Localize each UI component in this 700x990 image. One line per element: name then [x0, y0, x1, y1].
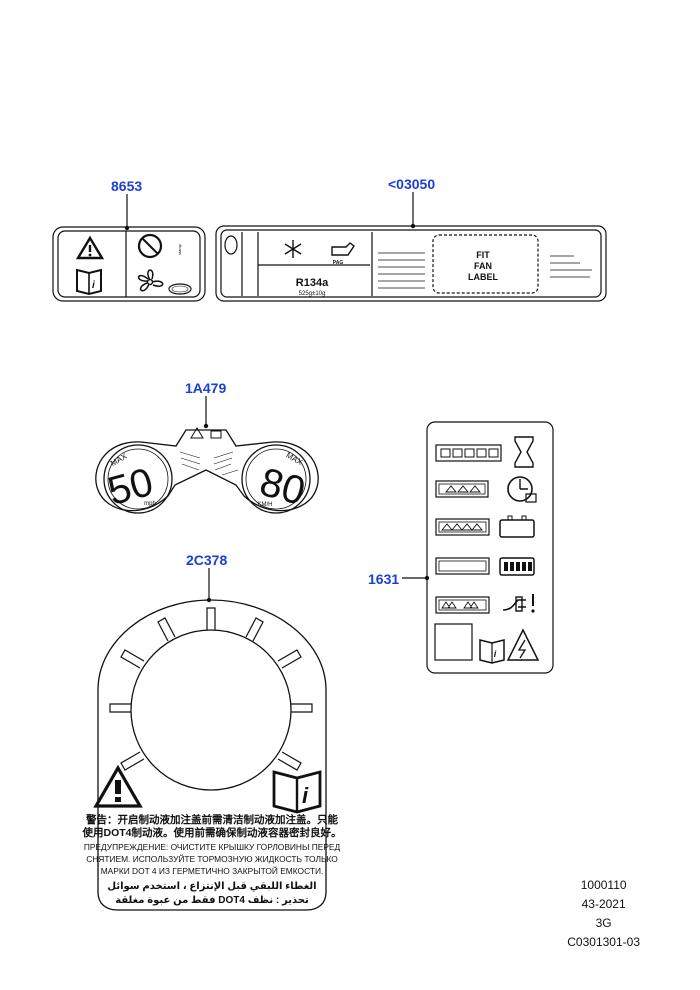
high-voltage-icon	[506, 628, 540, 661]
fit-fan-label	[215, 225, 607, 302]
svg-text:stamp: stamp	[177, 243, 182, 255]
brake-warning-ru-1: ПРЕДУПРЕЖДЕНИЕ: ОЧИСТИТЕ КРЫШКУ ГОРЛОВИН…	[84, 842, 341, 852]
callout-1631: 1631	[368, 571, 400, 587]
callout-8653: 8653	[111, 178, 143, 194]
fan-warning-label: i stamp	[52, 226, 206, 302]
drawing-reference: 1000110 43-2021 3G C0301301-03	[567, 876, 640, 952]
charging-status-label	[426, 421, 554, 674]
warning-triangle-icon	[93, 764, 143, 808]
no-touch-icon	[137, 233, 163, 259]
hourglass-icon	[514, 436, 534, 468]
unit-mph: mph	[144, 501, 156, 507]
fan-icon	[137, 269, 164, 292]
fan-text: FAN	[474, 261, 492, 271]
brand-oval-logo	[224, 235, 238, 255]
brake-warning-ru-3: МАРКИ DOT 4 ИЗ ГЕРМЕТИЧНО ЗАКРЫТОЙ ЕМКОС…	[101, 865, 324, 876]
ref-line-2: 43-2021	[581, 897, 626, 911]
brake-warning-cn-1: 警告：开启制动液加注盖前需清洁制动液加注盖。只能	[85, 813, 338, 826]
charge-timer-icon	[507, 476, 533, 502]
oil-type: PAG	[333, 260, 344, 266]
warning-triangle-icon	[75, 235, 105, 260]
snowflake-icon	[284, 240, 302, 258]
svg-text:i: i	[302, 783, 309, 808]
speed-limit-label	[95, 427, 319, 514]
refrigerant-type: R134a	[296, 277, 329, 289]
ref-line-3: 3G	[595, 916, 612, 930]
label-text: LABEL	[468, 272, 498, 282]
brake-fluid-cap-label	[93, 599, 327, 911]
svg-text:i: i	[494, 649, 497, 659]
oil-can-icon	[331, 242, 355, 256]
svg-text:i: i	[92, 280, 95, 291]
callout-1A479: 1A479	[185, 380, 227, 396]
brake-warning-ar-1: الغطاء اللبقي قبل الإنتزاع ، استخدم سوائ…	[107, 881, 316, 892]
callout-2C378: 2C378	[186, 552, 228, 568]
brake-warning-ru-2: СНЯТИЕМ. ИСПОЛЬЗУЙТЕ ТОРМОЗНУЮ ЖИДКОСТЬ …	[86, 853, 338, 864]
ref-line-1: 1000110	[580, 878, 627, 892]
brand-oval-logo	[168, 283, 192, 295]
fit-text: FIT	[476, 250, 490, 260]
battery-partial-icon	[499, 519, 535, 538]
ref-line-4: C0301301-03	[567, 935, 640, 949]
battery-full-icon	[499, 557, 535, 576]
brake-warning-ar-2: فقط من عبوة مغلقة DOT4 تحذير : نظف	[115, 895, 309, 906]
refrigerant-qty: 525g±10g	[299, 291, 326, 297]
callout-03050: <03050	[388, 176, 436, 192]
brake-warning-cn-2: 使用DOT4制动液。使用前需确保制动液容器密封良好。	[81, 826, 341, 839]
unit-kmh: KM/H	[258, 502, 273, 508]
